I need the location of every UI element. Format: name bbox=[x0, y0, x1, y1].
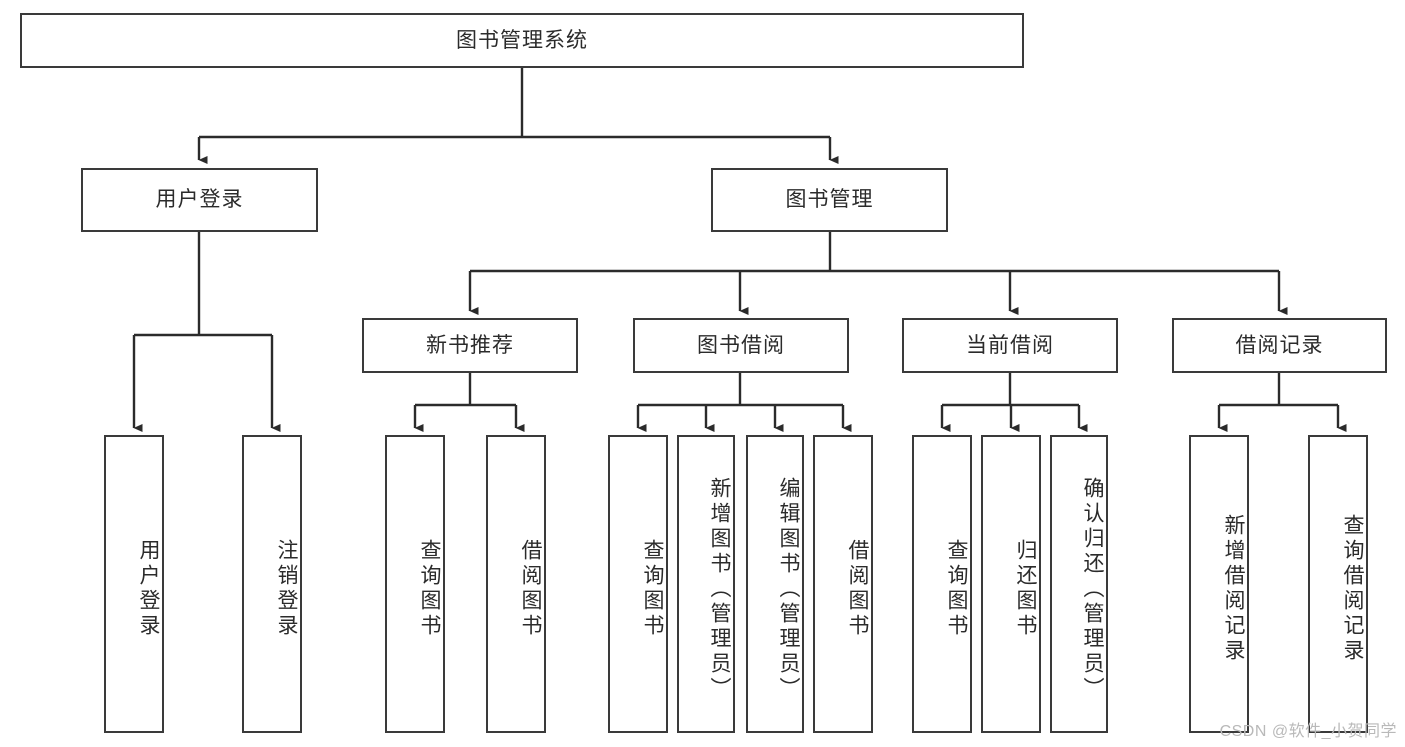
node-leaf-1[interactable]: 注销登录 bbox=[242, 435, 302, 733]
node-level2-label-1: 图书借阅 bbox=[697, 333, 785, 357]
node-leaf-label-12: 查询借阅记录 bbox=[1341, 514, 1364, 664]
node-leaf-label-1: 注销登录 bbox=[275, 539, 298, 639]
node-level2-3[interactable]: 借阅记录 bbox=[1172, 318, 1387, 373]
node-leaf-label-3: 借阅图书 bbox=[519, 539, 542, 639]
node-root[interactable]: 图书管理系统 bbox=[20, 13, 1024, 68]
node-level2-label-0: 新书推荐 bbox=[426, 333, 514, 357]
node-leaf-label-9: 归还图书 bbox=[1014, 539, 1037, 639]
node-leaf-2[interactable]: 查询图书 bbox=[385, 435, 445, 733]
node-leaf-0[interactable]: 用户登录 bbox=[104, 435, 164, 733]
node-leaf-label-0: 用户登录 bbox=[137, 539, 160, 639]
node-level2-0[interactable]: 新书推荐 bbox=[362, 318, 578, 373]
watermark-label: CSDN @软件_小贺同学 bbox=[1219, 723, 1397, 740]
node-root-label: 图书管理系统 bbox=[456, 28, 588, 52]
node-level1-label-0: 用户登录 bbox=[155, 188, 244, 212]
node-leaf-label-6: 编辑图书（管理员） bbox=[777, 476, 800, 702]
node-leaf-label-11: 新增借阅记录 bbox=[1222, 514, 1245, 664]
node-leaf-label-5: 新增图书（管理员） bbox=[708, 476, 731, 702]
node-level2-2[interactable]: 当前借阅 bbox=[902, 318, 1118, 373]
node-leaf-6[interactable]: 编辑图书（管理员） bbox=[746, 435, 804, 733]
node-level1-1[interactable]: 图书管理 bbox=[711, 168, 948, 232]
node-leaf-8[interactable]: 查询图书 bbox=[912, 435, 972, 733]
node-leaf-5[interactable]: 新增图书（管理员） bbox=[677, 435, 735, 733]
node-leaf-label-10: 确认归还（管理员） bbox=[1081, 476, 1104, 702]
node-leaf-label-2: 查询图书 bbox=[418, 539, 441, 639]
node-level2-1[interactable]: 图书借阅 bbox=[633, 318, 849, 373]
node-level1-label-1: 图书管理 bbox=[785, 188, 874, 212]
node-leaf-label-7: 借阅图书 bbox=[846, 539, 869, 639]
node-leaf-12[interactable]: 查询借阅记录 bbox=[1308, 435, 1368, 733]
node-leaf-label-4: 查询图书 bbox=[641, 539, 664, 639]
node-leaf-9[interactable]: 归还图书 bbox=[981, 435, 1041, 733]
node-leaf-3[interactable]: 借阅图书 bbox=[486, 435, 546, 733]
node-leaf-label-8: 查询图书 bbox=[945, 539, 968, 639]
node-leaf-7[interactable]: 借阅图书 bbox=[813, 435, 873, 733]
node-leaf-10[interactable]: 确认归还（管理员） bbox=[1050, 435, 1108, 733]
node-leaf-4[interactable]: 查询图书 bbox=[608, 435, 668, 733]
node-level1-0[interactable]: 用户登录 bbox=[81, 168, 318, 232]
node-leaf-11[interactable]: 新增借阅记录 bbox=[1189, 435, 1249, 733]
node-level2-label-2: 当前借阅 bbox=[966, 333, 1054, 357]
node-level2-label-3: 借阅记录 bbox=[1235, 333, 1324, 357]
